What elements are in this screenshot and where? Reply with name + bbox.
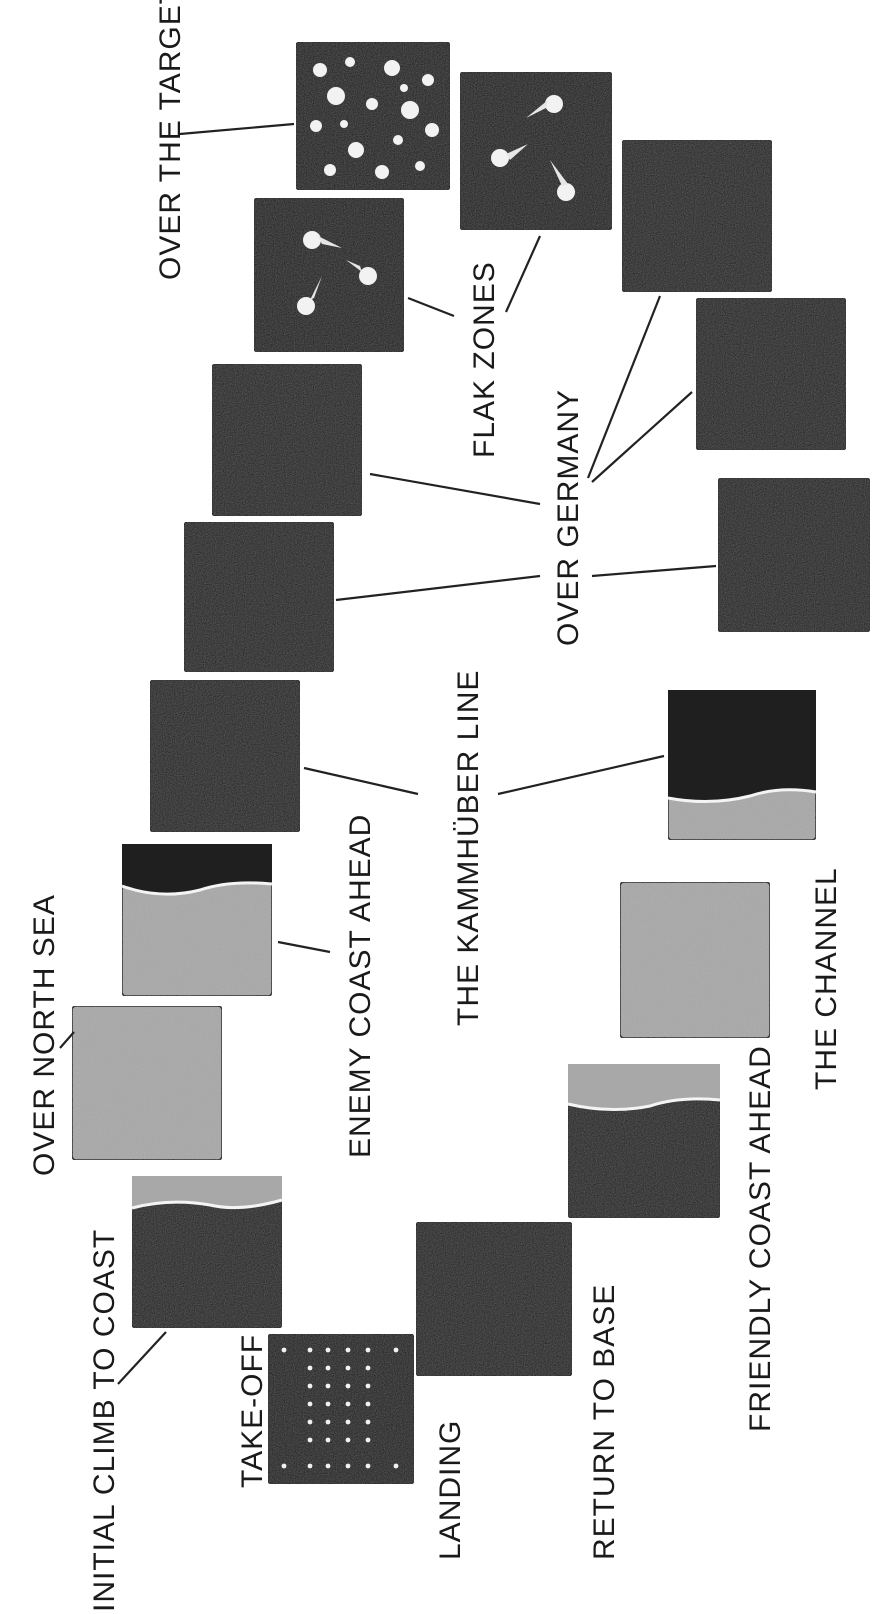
leader-over-germany-a <box>335 574 541 602</box>
label-take-off: TAKE-OFF <box>236 1334 269 1488</box>
leader-initial-climb <box>117 1331 167 1385</box>
leader-kammhuber-left <box>303 766 419 796</box>
panel-return-to-base <box>415 1221 573 1377</box>
leader-over-germany-e <box>591 564 717 578</box>
label-over-germany: OVER GERMANY <box>552 389 585 646</box>
panel-kammhuber-line-return <box>667 689 817 841</box>
label-flak-zones: FLAK ZONES <box>468 261 501 458</box>
panel-the-channel <box>619 881 771 1039</box>
panel-over-the-target <box>295 41 451 191</box>
label-over-the-target: OVER THE TARGET <box>154 0 187 280</box>
label-initial-climb: INITIAL CLIMB TO COAST <box>88 1229 121 1612</box>
leader-over-germany-d <box>591 391 693 483</box>
panel-over-north-sea <box>71 1005 223 1161</box>
panel-flak-zone-2 <box>459 71 613 231</box>
leader-flak-zones-2 <box>504 235 542 313</box>
leader-kammhuber-right <box>497 754 665 796</box>
panel-take-off <box>267 1333 415 1485</box>
panel-over-germany-3 <box>621 139 773 293</box>
leader-over-the-target <box>179 122 295 136</box>
explosions-icon <box>310 57 439 179</box>
panel-over-germany-1 <box>183 521 335 673</box>
panel-kammhuber-line-outbound <box>149 679 301 833</box>
label-return-to-base: RETURN TO BASE <box>588 1284 621 1560</box>
label-friendly-coast-ahead: FRIENDLY COAST AHEAD <box>744 1045 777 1432</box>
panel-flak-zone-1 <box>253 197 405 353</box>
panel-over-germany-4 <box>695 297 847 451</box>
flak-burst-icon <box>297 231 377 315</box>
leader-lines <box>59 122 717 1385</box>
leader-over-germany-c <box>586 295 662 479</box>
panel-friendly-coast-ahead <box>567 1063 721 1219</box>
leader-over-north-sea <box>59 1031 75 1049</box>
label-over-north-sea: OVER NORTH SEA <box>28 894 61 1176</box>
runway-lights-icon <box>281 1347 399 1469</box>
label-enemy-coast-ahead: ENEMY COAST AHEAD <box>344 814 377 1158</box>
leader-enemy-coast <box>277 940 331 954</box>
panel-enemy-coast-ahead <box>121 843 273 997</box>
panel-over-germany-5 <box>717 477 871 633</box>
leader-flak-zones-1 <box>407 296 455 318</box>
label-the-channel: THE CHANNEL <box>810 867 843 1090</box>
label-landing: LANDING <box>434 1420 467 1560</box>
panel-initial-climb <box>131 1175 283 1329</box>
leader-over-germany-b <box>369 472 541 506</box>
flak-burst-icon <box>491 95 575 201</box>
panel-over-germany-2 <box>211 363 363 517</box>
labels: OVER THE TARGET FLAK ZONES OVER GERMANY … <box>28 0 843 1612</box>
label-kammhuber-line: THE KAMMHÜBER LINE <box>452 670 485 1026</box>
